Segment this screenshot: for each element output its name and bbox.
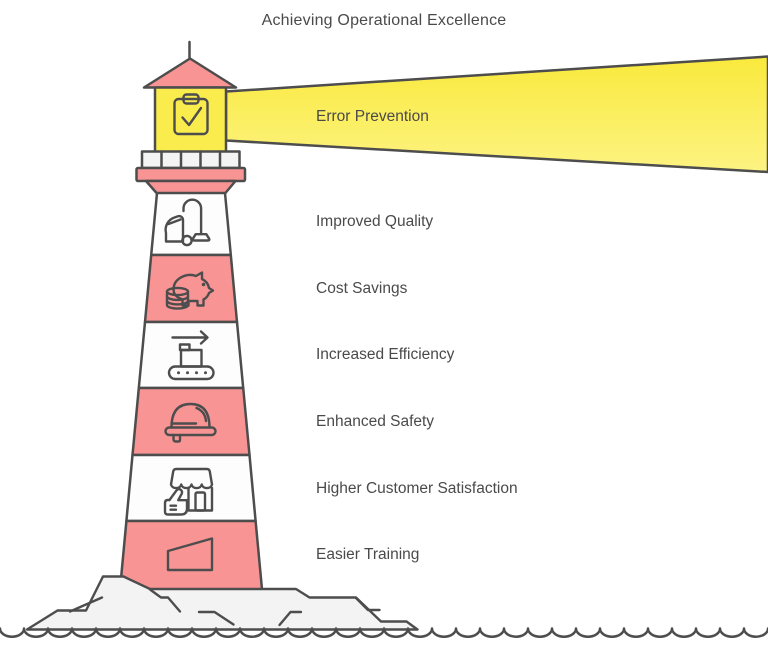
wedge-ramp-icon <box>166 537 214 572</box>
lantern-room <box>153 86 228 154</box>
benefit-label-higher-customer-satisfaction: Higher Customer Satisfaction <box>316 480 518 497</box>
gallery-base <box>144 179 237 195</box>
diagram-title: Achieving Operational Excellence <box>261 12 507 29</box>
benefit-label-cost-savings: Cost Savings <box>316 280 408 297</box>
tower-stripe-4 <box>131 386 251 457</box>
lighthouse-tower <box>117 191 265 602</box>
benefit-label-easier-training: Easier Training <box>316 546 420 563</box>
tower-stripe-2 <box>143 253 239 324</box>
gallery-band <box>135 166 247 183</box>
safety-helmet-icon <box>164 402 217 443</box>
conveyor-belt-icon <box>167 330 215 381</box>
beam-label-error-prevention: Error Prevention <box>316 108 429 125</box>
tower-stripe-1 <box>149 191 233 257</box>
gallery-railing <box>140 150 241 170</box>
benefit-label-improved-quality: Improved Quality <box>316 213 434 230</box>
lighthouse-roof <box>142 57 238 89</box>
benefit-label-increased-efficiency: Increased Efficiency <box>316 346 455 363</box>
vacuum-cleaner-icon <box>164 198 211 247</box>
clipboard-check-icon <box>173 93 209 136</box>
piggy-bank-coins-icon <box>165 271 215 310</box>
rocks <box>25 575 419 631</box>
gallery-railing-bars <box>160 150 222 170</box>
storefront-thumbs-up-icon <box>163 467 214 516</box>
benefit-label-enhanced-safety: Enhanced Safety <box>316 413 435 430</box>
light-beam <box>224 55 768 174</box>
waves <box>0 627 768 651</box>
